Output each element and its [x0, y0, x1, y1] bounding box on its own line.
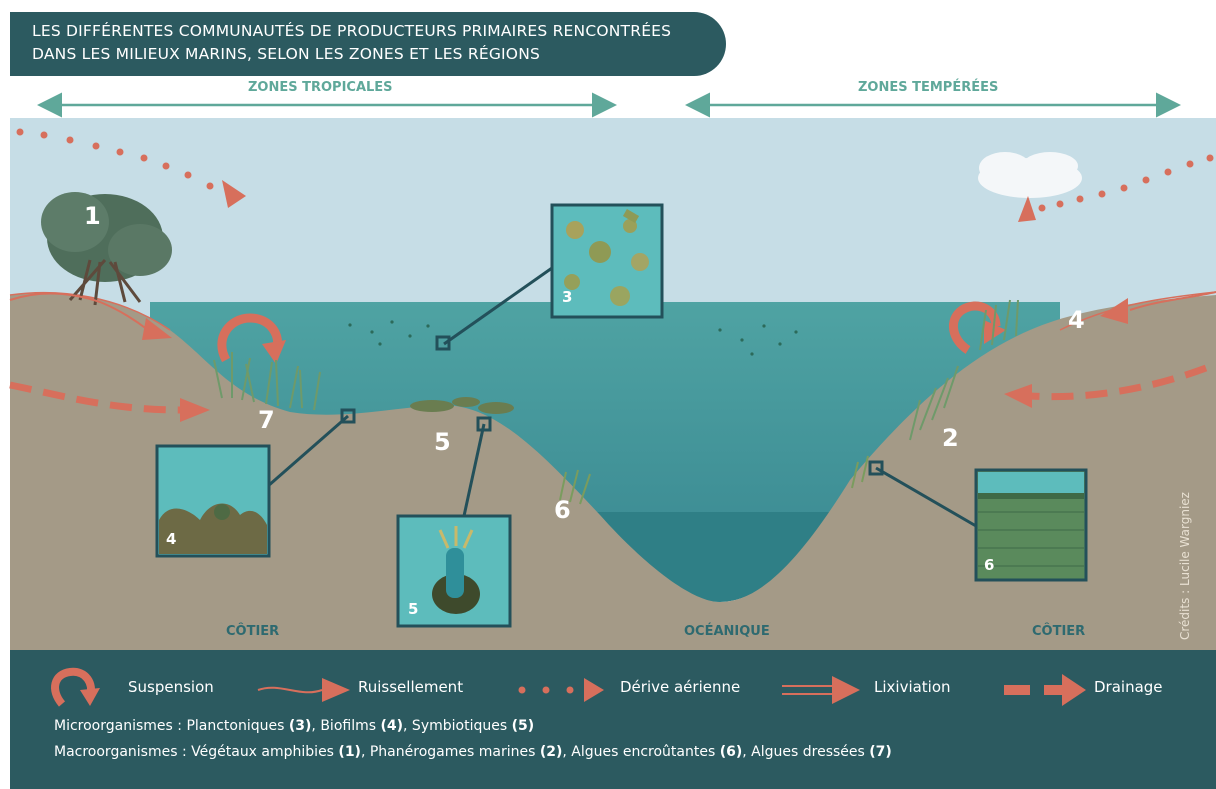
runoff-arrow-left: [9, 292, 149, 331]
drainage-arrow-left: [9, 381, 181, 414]
inset-plankton: [550, 203, 664, 319]
seagrass-right: [909, 299, 1019, 441]
zone-label-tropical: ZONES TROPICALES: [248, 80, 393, 95]
aerial-drift-arrow-right: [1018, 154, 1214, 222]
suspension-arrow-right: [949, 301, 1006, 354]
plankton-dots: [348, 320, 798, 356]
title-banner: LES DIFFÉRENTES COMMUNAUTÉS DE PRODUCTEU…: [10, 12, 726, 76]
marker-2: 2: [942, 424, 959, 452]
inset-number-4: 4: [166, 530, 177, 548]
inset-connectors: [267, 266, 977, 528]
inset-number-6: 6: [984, 556, 995, 574]
zone-coastal-right: CÔTIER: [1032, 624, 1086, 639]
aerial-drift-arrow-left: [16, 128, 246, 208]
inset-number-5: 5: [408, 600, 419, 618]
marker-6: 6: [554, 496, 571, 524]
microorganisms-line: Microorganismes : Planctoniques (3), Bio…: [54, 718, 535, 734]
legend-runoff: Ruissellement: [358, 678, 464, 696]
inset-number-3: 3: [562, 288, 573, 306]
marker-1: 1: [84, 202, 101, 230]
legend-suspension: Suspension: [128, 678, 214, 696]
zone-oceanic: OCÉANIQUE: [684, 624, 770, 639]
aerial-drift-icon: [518, 678, 604, 702]
ocean-trench: [590, 512, 850, 602]
algae-slope: [559, 455, 869, 505]
seabed-sand: [10, 292, 1216, 650]
runoff-icon: [257, 678, 350, 702]
legend-leaching: Lixiviation: [874, 678, 951, 696]
legend-drainage: Drainage: [1094, 678, 1163, 696]
marker-4: 4: [1068, 306, 1085, 334]
inset-symbiotic: [396, 514, 512, 628]
runoff-arrow-right: [1129, 291, 1216, 311]
title-line-2: DANS LES MILIEUX MARINS, SELON LES ZONES…: [32, 45, 541, 63]
seagrass-left: [213, 352, 321, 411]
coral-patch: [410, 397, 514, 414]
mangrove-tree: [41, 192, 172, 306]
macroorganisms-line: Macroorganismes : Végétaux amphibies (1)…: [54, 744, 892, 760]
marker-7: 7: [258, 406, 275, 434]
legend-aerial-drift: Dérive aérienne: [620, 678, 741, 696]
drainage-icon: [1004, 674, 1086, 706]
title-line-1: LES DIFFÉRENTES COMMUNAUTÉS DE PRODUCTEU…: [32, 22, 672, 40]
inset-encrusting: [974, 468, 1088, 582]
legend-panel: Suspension Ruissellement Dérive aérienne…: [10, 650, 1216, 789]
inset-biofilm: [155, 444, 271, 558]
legend-icons: [51, 667, 1086, 707]
zone-label-temperate: ZONES TEMPÉRÉES: [858, 80, 999, 95]
suspension-icon: [51, 667, 100, 707]
credits: Crédits : Lucile Wargniez: [1178, 492, 1192, 640]
suspension-arrow-left: [217, 313, 286, 364]
zone-coastal-left: CÔTIER: [226, 624, 280, 639]
marker-5: 5: [434, 428, 451, 456]
cloud-icon: [978, 152, 1082, 198]
leaching-icon: [782, 676, 860, 704]
drainage-arrow-right: [1029, 364, 1208, 401]
